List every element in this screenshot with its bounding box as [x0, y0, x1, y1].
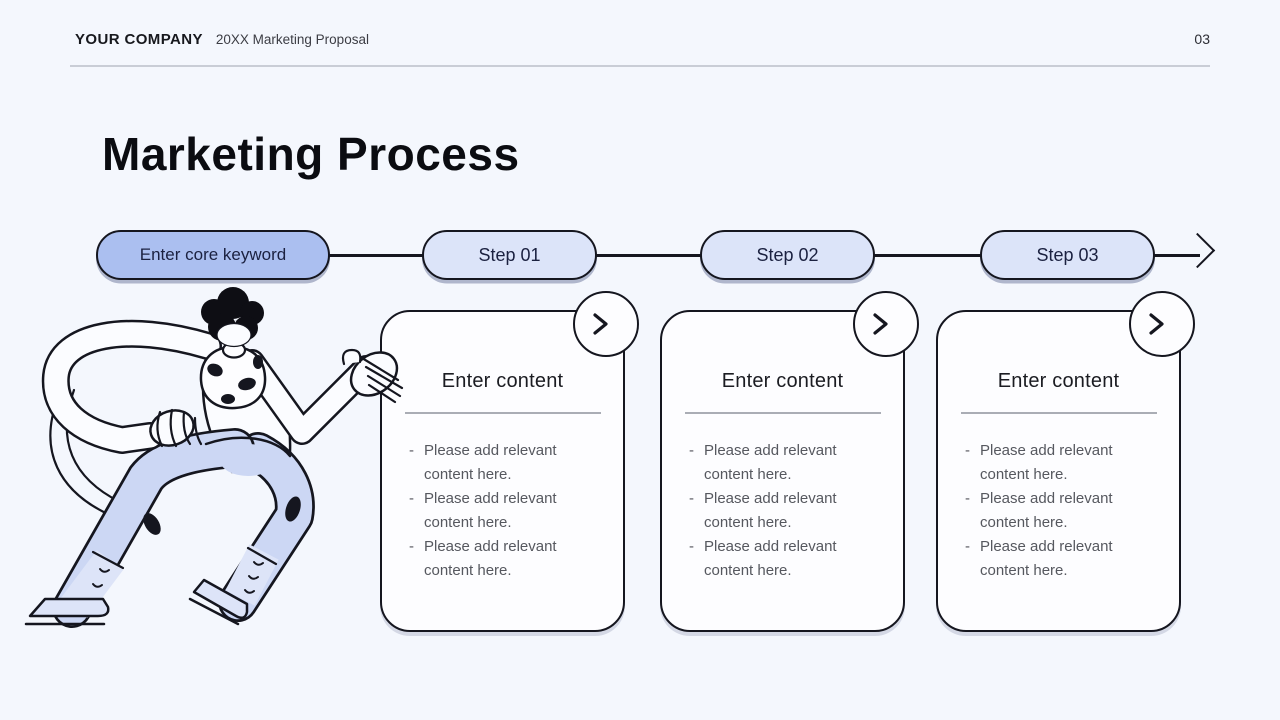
step-02-pill[interactable]: Step 02	[700, 230, 875, 280]
bullet-dash: -	[689, 442, 694, 459]
list-item: -Please add relevant content here.	[965, 439, 1179, 487]
chevron-right-icon[interactable]	[1129, 291, 1195, 357]
bullet-dash: -	[409, 538, 414, 555]
hair-fringe	[217, 320, 251, 331]
step-01-pill[interactable]: Step 01	[422, 230, 597, 280]
header-divider	[70, 65, 1210, 67]
list-item: -Please add relevant content here.	[965, 487, 1179, 535]
bullet-dash: -	[409, 442, 414, 459]
list-item: -Please add relevant content here.	[689, 487, 903, 535]
left-hand	[149, 408, 203, 448]
chevron-right-icon[interactable]	[573, 291, 639, 357]
bullet-dash: -	[965, 490, 970, 507]
motion-lines-icon	[49, 388, 122, 518]
card-bullet-list: -Please add relevant content here. -Plea…	[965, 439, 1179, 583]
bullet-dash: -	[965, 442, 970, 459]
chevron-right-icon[interactable]	[853, 291, 919, 357]
arrow-right-icon	[1179, 232, 1216, 269]
bullet-dash: -	[965, 538, 970, 555]
process-pipeline: Enter core keyword Step 01 Step 02 Step …	[96, 230, 1216, 282]
collar	[221, 341, 247, 359]
card-title: Enter content	[721, 370, 844, 392]
list-item: -Please add relevant content here.	[409, 439, 623, 487]
head	[201, 287, 264, 348]
step-card-1: Enter content -Please add relevant conte…	[380, 291, 639, 632]
company-name: YOUR COMPANY	[75, 31, 203, 48]
step-03-pill[interactable]: Step 03	[980, 230, 1155, 280]
header: YOUR COMPANY 20XX Marketing Proposal 03	[75, 31, 1210, 48]
card-bullet-list: -Please add relevant content here. -Plea…	[409, 439, 623, 583]
list-item: -Please add relevant content here.	[689, 439, 903, 487]
card-title-divider	[404, 412, 601, 414]
card-title: Enter content	[441, 370, 564, 392]
list-item: -Please add relevant content here.	[409, 487, 623, 535]
list-item: -Please add relevant content here.	[689, 535, 903, 583]
document-subtitle: 20XX Marketing Proposal	[215, 32, 369, 47]
card-title-divider	[684, 412, 881, 414]
back-boot-sole	[192, 578, 249, 620]
bullet-dash: -	[689, 538, 694, 555]
card-bullet-list: -Please add relevant content here. -Plea…	[689, 439, 903, 583]
person-illustration	[24, 287, 404, 628]
front-boot-sole	[28, 597, 110, 618]
face	[216, 322, 252, 348]
list-item: -Please add relevant content here.	[965, 535, 1179, 583]
cow-print-top	[199, 341, 267, 410]
keyword-pill[interactable]: Enter core keyword	[96, 230, 330, 280]
list-item: -Please add relevant content here.	[409, 535, 623, 583]
page-title: Marketing Process	[102, 128, 520, 180]
bullet-dash: -	[409, 490, 414, 507]
step-card-2: Enter content -Please add relevant conte…	[660, 291, 919, 632]
card-title-divider	[960, 412, 1157, 414]
page-number: 03	[1194, 31, 1210, 47]
card-title: Enter content	[997, 370, 1120, 392]
step-card-3: Enter content -Please add relevant conte…	[936, 291, 1195, 632]
torso	[201, 356, 292, 474]
bullet-dash: -	[689, 490, 694, 507]
